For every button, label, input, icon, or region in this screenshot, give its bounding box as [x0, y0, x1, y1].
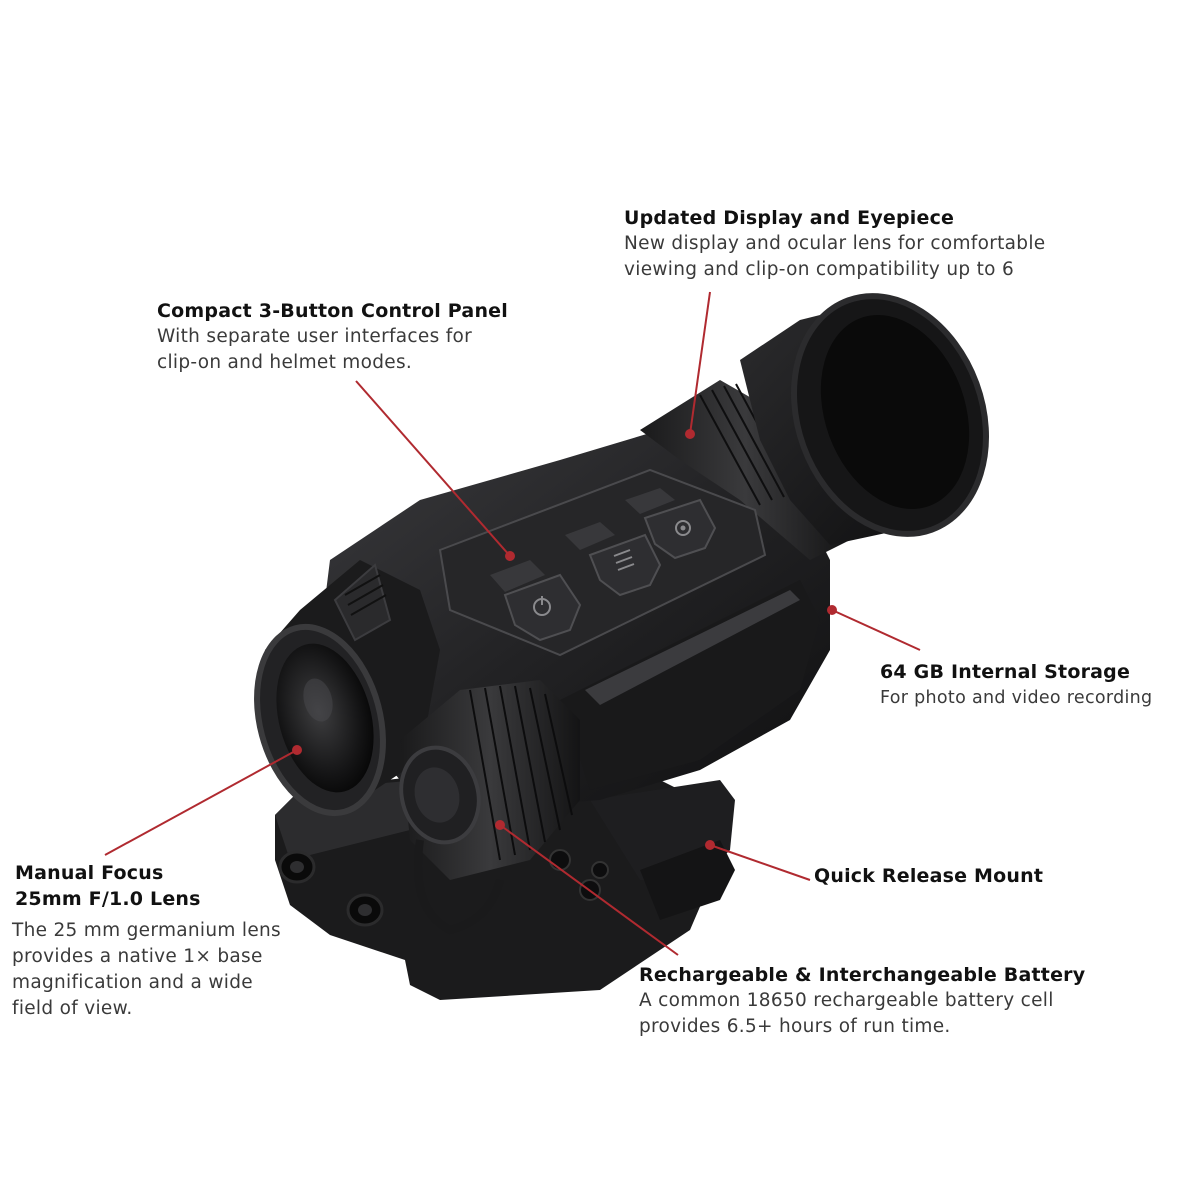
callout-controls-line-1: With separate user interfaces for	[157, 326, 473, 347]
callout-battery-line-1: A common 18650 rechargeable battery cell	[639, 990, 1054, 1011]
camera-icon	[675, 520, 691, 536]
callout-display-title: Updated Display and Eyepiece	[624, 207, 955, 229]
camera-button[interactable]	[625, 488, 717, 560]
objective-lens	[254, 560, 440, 817]
power-button[interactable]	[490, 560, 582, 642]
callout-lens-line-2: provides a native 1× base	[12, 946, 263, 967]
menu-icon	[613, 549, 635, 571]
callout-display-line-1: New display and ocular lens for comforta…	[624, 233, 1046, 254]
control-panel	[438, 468, 767, 657]
callout-display: Updated Display and Eyepiece New display…	[624, 205, 1104, 283]
callout-leader-lines	[104, 291, 921, 956]
callout-controls-line-2: clip-on and helmet modes.	[157, 352, 413, 373]
callout-controls: Compact 3-Button Control Panel With sepa…	[157, 298, 557, 376]
callout-storage-title: 64 GB Internal Storage	[880, 661, 1131, 683]
power-icon	[533, 596, 551, 616]
callout-lens: Manual Focus 25mm F/1.0 Lens The 25 mm g…	[12, 860, 312, 1022]
callout-lens-line-4: field of view.	[12, 998, 133, 1019]
eyepiece	[640, 293, 989, 560]
battery-cap	[399, 680, 580, 935]
callout-storage-line-1: For photo and video recording	[880, 688, 1153, 708]
callout-mount: Quick Release Mount	[814, 863, 1074, 889]
callout-battery: Rechargeable & Interchangeable Battery A…	[639, 962, 1109, 1040]
callout-display-line-2: viewing and clip-on compatibility up to …	[624, 259, 1015, 280]
callout-mount-title: Quick Release Mount	[814, 865, 1044, 887]
menu-button[interactable]	[565, 522, 662, 597]
callout-storage: 64 GB Internal Storage For photo and vid…	[880, 659, 1195, 711]
callout-lens-line-3: magnification and a wide	[12, 972, 253, 993]
callout-lens-line-1: The 25 mm germanium lens	[12, 920, 281, 941]
callout-lens-title-1: Manual Focus	[15, 862, 164, 884]
callout-lens-title-2: 25mm F/1.0 Lens	[15, 888, 201, 910]
callout-controls-title: Compact 3-Button Control Panel	[157, 300, 508, 322]
callout-battery-line-2: provides 6.5+ hours of run time.	[639, 1016, 951, 1037]
callout-battery-title: Rechargeable & Interchangeable Battery	[639, 964, 1086, 986]
